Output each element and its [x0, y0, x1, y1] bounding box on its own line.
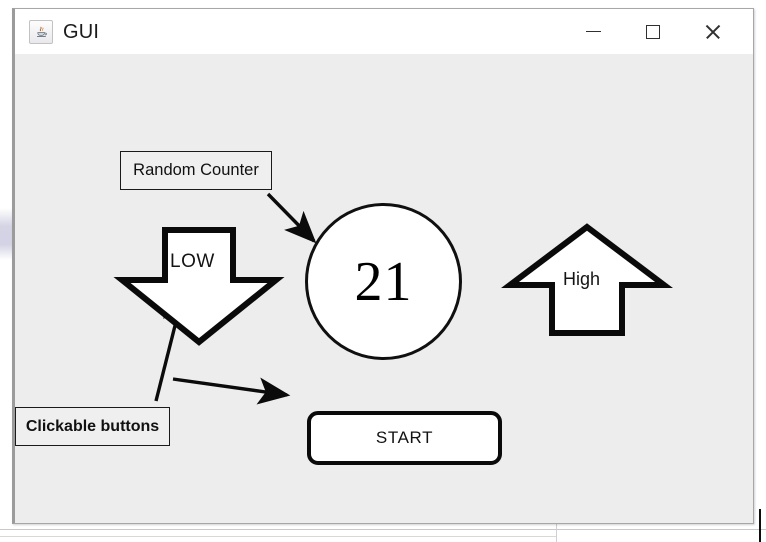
window-titlebar[interactable]: GUI	[15, 9, 753, 55]
window-controls	[563, 9, 753, 54]
close-button[interactable]	[683, 9, 743, 54]
start-button-label: START	[375, 428, 434, 447]
annotation-random-counter-label: Random Counter	[133, 161, 259, 179]
high-button[interactable]	[501, 222, 673, 338]
desktop-bottom-divider-secondary	[0, 536, 556, 537]
desktop-bottom-divider	[0, 529, 766, 530]
minimize-button[interactable]	[563, 9, 623, 54]
java-coffee-cup-icon	[29, 19, 53, 44]
close-icon	[704, 23, 722, 41]
desktop-vertical-divider	[556, 513, 557, 542]
connector-start-pointer	[172, 377, 291, 405]
window-title: GUI	[63, 20, 100, 43]
annotation-clickable-buttons: Clickable buttons	[15, 407, 170, 446]
annotation-clickable-buttons-label: Clickable buttons	[25, 417, 160, 435]
high-button-label: High	[563, 269, 601, 289]
down-arrow-icon	[113, 227, 285, 346]
minimize-icon	[585, 31, 601, 32]
up-arrow-icon	[501, 223, 673, 336]
random-counter-display: 21	[305, 203, 462, 360]
low-button[interactable]	[113, 226, 285, 348]
desktop-right-tick	[759, 509, 761, 542]
counter-value: 21	[354, 250, 413, 313]
left-edge-artifact	[0, 208, 14, 260]
low-button-label: LOW	[170, 251, 215, 272]
application-window: GUI	[12, 8, 754, 524]
window-client-area: Random Counter Clickable buttons 21 LOW …	[15, 54, 753, 523]
maximize-button[interactable]	[623, 9, 683, 54]
maximize-icon	[646, 24, 660, 39]
annotation-random-counter: Random Counter	[120, 151, 272, 190]
start-button[interactable]: START	[307, 411, 502, 465]
